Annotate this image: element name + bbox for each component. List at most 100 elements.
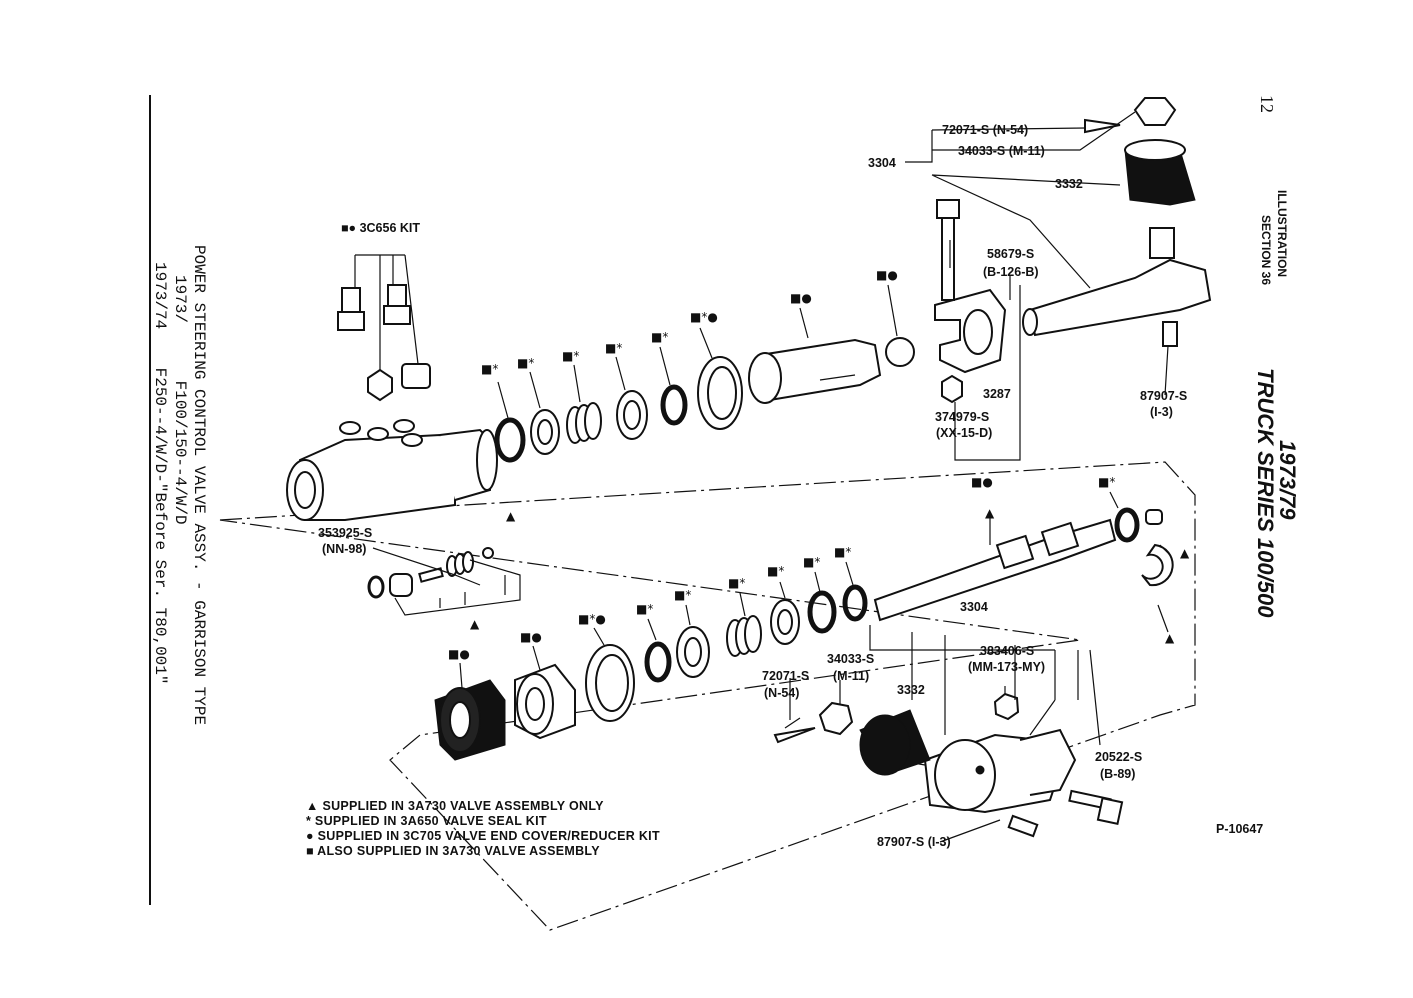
dust-boot-bottom (859, 709, 931, 776)
grease-fitting-bottom (1007, 814, 1039, 838)
tie-rod-end-top (1022, 227, 1212, 337)
kit-marker-endcover: ■● (448, 647, 470, 661)
sleeve-adapter (748, 338, 882, 404)
label-374979-a: 374979-S (935, 410, 989, 424)
kit-marker-oring1b: ■* (636, 602, 653, 616)
triangle-marker-1: ▲ (506, 509, 516, 523)
triangle-marker-2: ▲ (470, 617, 480, 631)
triangle-marker-4: ▲ (1180, 546, 1190, 560)
kit-marker-springb: ■* (728, 576, 745, 590)
kit-marker-snapringb: ■*● (578, 612, 606, 626)
diagram-title-block: POWER STEERING CONTROL VALVE ASSY. - GAR… (190, 245, 208, 725)
end-cover-nut (434, 679, 506, 761)
hex-plug (401, 363, 431, 389)
snap-ring-bottom (585, 644, 635, 722)
label-374979-b: (XX-15-D) (936, 426, 992, 440)
marker-leaders (459, 284, 1171, 689)
snap-ring-top (697, 356, 743, 430)
kit-marker-spool-oring: ■* (1098, 475, 1115, 489)
cotter-pin-bottom (773, 727, 816, 744)
o-ring-bottom-3 (842, 584, 868, 622)
kit-marker-clamp: ■● (971, 475, 993, 489)
label-353925-a: 353925-S (318, 526, 372, 540)
o-ring-top-1 (494, 417, 526, 463)
spool-end-plug (1145, 509, 1163, 525)
reducer-bushing (514, 663, 576, 740)
bolt-58679 (936, 199, 960, 301)
section-line-1: ILLUSTRATION (1275, 190, 1289, 277)
kit-marker-spring: ■* (562, 349, 579, 363)
valve-housing (286, 419, 498, 521)
kit-marker-retainerb: ■* (674, 588, 691, 602)
series-years: 1973/79 (1275, 440, 1300, 520)
label-58679-b: (B-126-B) (983, 265, 1039, 279)
label-34033-bottom-a: 34033-S (827, 652, 874, 666)
check-ball (482, 547, 494, 559)
o-ring-bottom-2 (807, 590, 837, 634)
o-ring-bottom-1 (644, 641, 672, 683)
legend-item-square: ■ ALSO SUPPLIED IN 3A730 VALVE ASSEMBLY (306, 844, 600, 858)
o-ring-small (367, 575, 385, 599)
hex-nut-small (367, 368, 393, 402)
spring-bottom (726, 615, 762, 657)
cotter-pin-top (1084, 118, 1121, 134)
kit-marker-oring3: ■* (834, 545, 851, 559)
kit-marker-sleeve: ■● (790, 291, 812, 305)
label-383406-a: 383406-S (980, 644, 1034, 658)
retainer-top (616, 390, 648, 440)
exploded-boundary-outline (219, 461, 1196, 931)
check-valve-seat (389, 573, 413, 597)
legend-item-triangle: ▲ SUPPLIED IN 3A730 VALVE ASSEMBLY ONLY (306, 799, 604, 813)
grease-fitting-top (1162, 321, 1178, 347)
tube-fitting-left (337, 287, 365, 331)
nut-374979 (941, 374, 963, 404)
kit-marker-reducer: ■● (520, 630, 542, 644)
label-3332-top: 3332 (1055, 177, 1083, 191)
check-valve-spring (446, 551, 474, 577)
bolt-20522 (1068, 789, 1124, 826)
leader-lines (372, 111, 1169, 843)
tie-rod-end-bottom (894, 728, 1077, 814)
triangle-marker-5: ▲ (1165, 631, 1175, 645)
kit-marker-seal: ■* (517, 356, 534, 370)
valve-spool-3304 (873, 518, 1117, 622)
label-72071-top: 72071-S (N-54) (942, 123, 1028, 137)
seal-cup-bottom (770, 599, 800, 645)
legend-item-dot: ● SUPPLIED IN 3C705 VALVE END COVER/REDU… (306, 829, 660, 843)
label-87907-top-a: 87907-S (1140, 389, 1187, 403)
title-line-1: POWER STEERING CONTROL VALVE ASSY. - GAR… (190, 245, 208, 725)
tube-fitting-right (383, 284, 411, 325)
series-title: TRUCK SERIES 100/500 (1253, 368, 1278, 618)
label-58679-a: 58679-S (987, 247, 1034, 261)
label-34033-bottom-b: (M-11) (833, 669, 869, 683)
castle-nut-bottom (818, 701, 854, 736)
figure-number: P-10647 (1216, 822, 1263, 836)
kit-marker-retainer: ■* (605, 341, 622, 355)
label-20522-a: 20522-S (1095, 750, 1142, 764)
label-34033-top: 34033-S (M-11) (958, 144, 1045, 158)
title-line-2: 1973/ F100/150--4/W/D (171, 275, 189, 525)
seal-cup-top (530, 409, 560, 455)
label-3304-mid: 3304 (960, 600, 988, 614)
page-number: 12 (1257, 95, 1277, 113)
kit-marker-oring2: ■* (651, 330, 668, 344)
dust-boot-top (1124, 139, 1196, 206)
retainer-bottom (676, 626, 710, 678)
clamp-3287 (934, 288, 1007, 374)
label-3304-top: 3304 (868, 156, 896, 170)
label-383406-b: (MM-173-MY) (968, 660, 1045, 674)
o-ring-spool-end (1114, 507, 1140, 543)
kit-marker-snapring: ■*● (690, 310, 718, 324)
section-line-2: SECTION 36 (1259, 215, 1273, 285)
label-3332-bottom: 3332 (897, 683, 925, 697)
legend: ▲ SUPPLIED IN 3A730 VALVE ASSEMBLY ONLY … (306, 799, 660, 858)
label-3287: 3287 (983, 387, 1011, 401)
label-20522-b: (B-89) (1100, 767, 1135, 781)
title-line-3: 1973/74 F250--4/W/D-"Before Ser. T80,001… (151, 262, 169, 684)
kit-marker-bushing: ■● (876, 268, 898, 282)
label-353925-b: (NN-98) (322, 542, 366, 556)
bushing-plug (885, 337, 915, 367)
castle-nut-top (1133, 97, 1177, 126)
label-3c656-kit: ■● 3C656 KIT (341, 221, 420, 235)
